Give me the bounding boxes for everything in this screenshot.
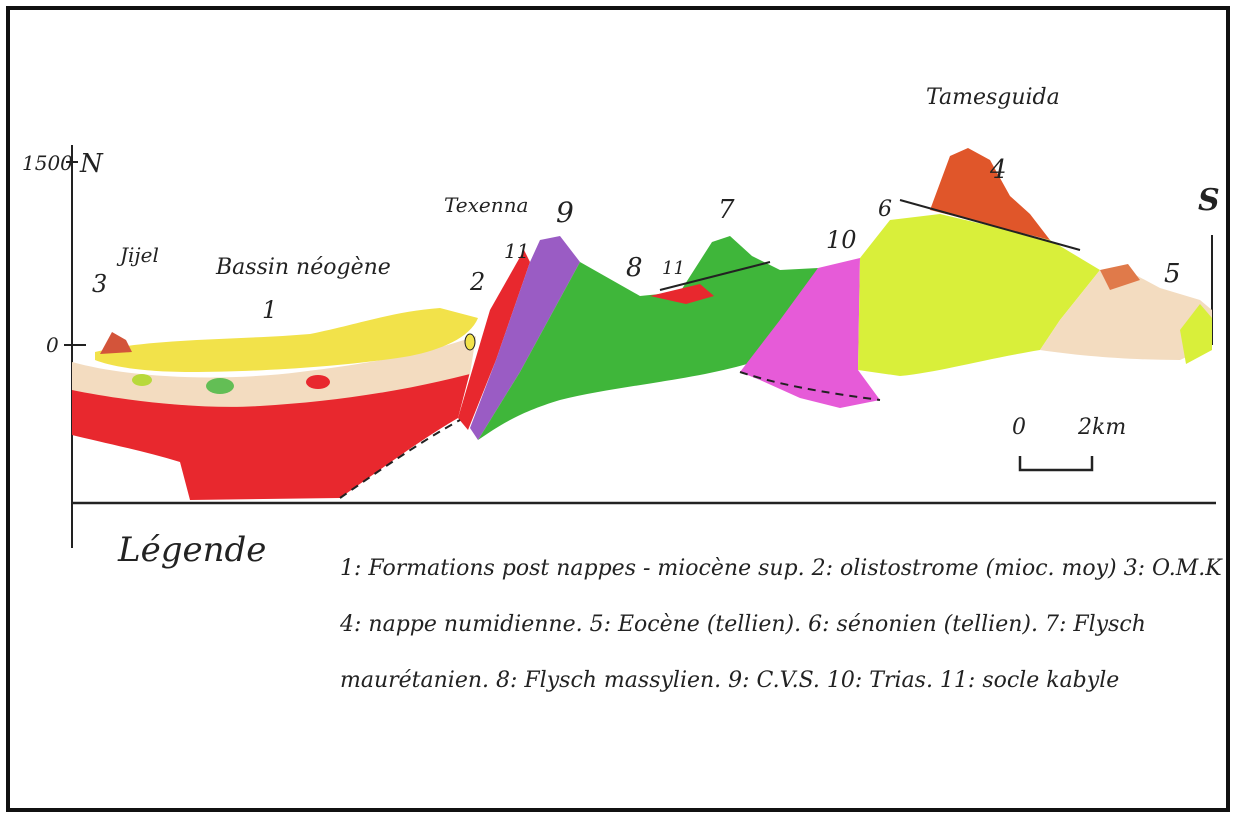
unit-label-11-b: 11 — [662, 258, 685, 279]
unit-label-11-a: 11 — [504, 239, 529, 263]
place-bassin-neogene: Bassin néogène — [215, 255, 391, 280]
lens-green-2 — [206, 378, 234, 394]
unit-label-10: 10 — [826, 226, 857, 254]
legend-line-1: 1: Formations post nappes - miocène sup.… — [340, 556, 1222, 581]
place-texenna: Texenna — [444, 193, 528, 217]
scale-label-start: 0 — [1012, 415, 1026, 440]
place-jijel: Jijel — [116, 243, 159, 267]
unit-label-2: 2 — [469, 268, 485, 296]
unit-label-7: 7 — [718, 195, 735, 225]
unit-label-6: 6 — [878, 197, 892, 222]
legend-line-2: 4: nappe numidienne. 5: Eocène (tellien)… — [340, 612, 1146, 637]
unit-label-1: 1 — [262, 296, 277, 324]
lens-olistostrome — [465, 334, 475, 350]
place-tamesguida: Tamesguida — [926, 85, 1060, 110]
south-label: S — [1198, 183, 1220, 218]
north-label: N — [79, 149, 104, 179]
unit-label-4: 4 — [989, 155, 1007, 185]
unit-label-8: 8 — [626, 253, 643, 283]
elevation-label-0: 0 — [46, 333, 59, 357]
legend-title: Légende — [118, 530, 266, 570]
legend-line-3: maurétanien. 8: Flysch massylien. 9: C.V… — [340, 668, 1119, 693]
elevation-label-1500: 1500 — [22, 151, 73, 175]
unit-label-9: 9 — [556, 196, 574, 229]
scale-label-end: 2km — [1077, 415, 1126, 440]
unit-label-3: 3 — [92, 270, 107, 298]
scale-bar — [1020, 456, 1092, 470]
lens-red — [306, 375, 330, 389]
unit-label-5: 5 — [1164, 259, 1181, 289]
unit-3-omk — [100, 332, 132, 354]
lens-green — [132, 374, 152, 386]
